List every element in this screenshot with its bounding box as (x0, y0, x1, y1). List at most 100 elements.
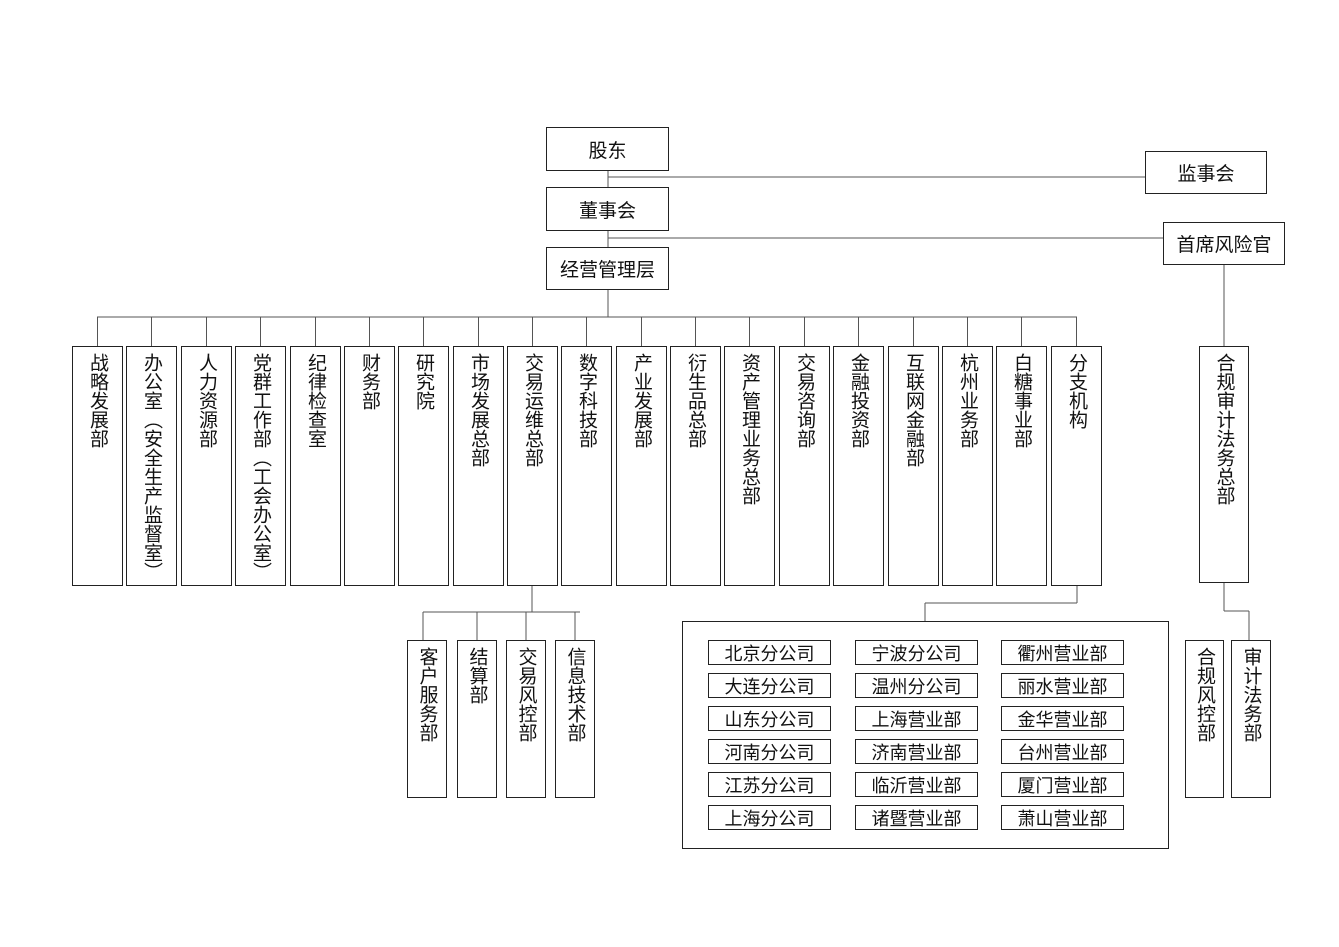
dept-label: 纪律检查室 (305, 353, 327, 448)
dept-box: 杭州业务部 (942, 346, 993, 586)
compliance-sub-label: 合规风控部 (1194, 647, 1216, 742)
branch-label: 上海营业部 (871, 709, 962, 731)
branch-label: 金华营业部 (1017, 709, 1108, 731)
dept-box: 交易咨询部 (779, 346, 830, 586)
branch-label: 宁波分公司 (871, 643, 962, 665)
branch-box: 大连分公司 (708, 673, 831, 698)
dept-box: 市场发展总部 (453, 346, 504, 586)
dept-label: 市场发展总部 (468, 353, 490, 467)
dept-label: 战略发展部 (87, 353, 109, 448)
branch-box: 台州营业部 (1001, 739, 1124, 764)
dept-box: 纪律检查室 (290, 346, 341, 586)
dept-label: 交易咨询部 (794, 353, 816, 448)
dept-label: 金融投资部 (848, 353, 870, 448)
branch-label: 萧山营业部 (1017, 808, 1108, 830)
ops-sub-box: 结算部 (457, 640, 497, 798)
branch-label: 大连分公司 (724, 676, 815, 698)
dept-label: 交易运维总部 (522, 353, 544, 467)
dept-label: 研究院 (413, 353, 435, 410)
dept-box: 数字科技部 (561, 346, 612, 586)
branch-box: 衢州营业部 (1001, 640, 1124, 665)
dept-label: 财务部 (359, 353, 381, 410)
dept-label: 杭州业务部 (957, 353, 979, 448)
ops-sub-label: 交易风控部 (515, 647, 538, 742)
dept-box: 办公室（安全生产监督室） (126, 346, 177, 586)
branch-box: 温州分公司 (855, 673, 978, 698)
branch-box: 山东分公司 (708, 706, 831, 731)
ops-sub-box: 交易风控部 (506, 640, 546, 798)
dept-label: 资产管理业务总部 (739, 353, 761, 505)
branch-box: 金华营业部 (1001, 706, 1124, 731)
dept-label: 数字科技部 (576, 353, 598, 448)
branch-box: 河南分公司 (708, 739, 831, 764)
branch-label: 诸暨营业部 (871, 808, 962, 830)
branch-label: 上海分公司 (724, 808, 815, 830)
board-label: 董事会 (578, 199, 636, 222)
branch-box: 丽水营业部 (1001, 673, 1124, 698)
dept-label: 党群工作部（工会办公室） (250, 353, 272, 581)
branch-box: 诸暨营业部 (855, 805, 978, 830)
dept-label: 衍生品总部 (685, 353, 707, 448)
branch-label: 临沂营业部 (871, 775, 962, 797)
compliance-head-box: 合规审计法务总部 (1199, 346, 1249, 583)
dept-label: 白糖事业部 (1011, 353, 1033, 448)
dept-box: 研究院 (398, 346, 449, 586)
dept-box: 白糖事业部 (996, 346, 1047, 586)
dept-label: 办公室（安全生产监督室） (141, 353, 163, 581)
dept-box: 衍生品总部 (670, 346, 721, 586)
branch-label: 丽水营业部 (1017, 676, 1108, 698)
branch-box: 宁波分公司 (855, 640, 978, 665)
management-label: 经营管理层 (559, 259, 655, 281)
compliance-sub-box: 审计法务部 (1231, 640, 1271, 798)
ops-sub-label: 信息技术部 (564, 647, 587, 742)
branch-box: 江苏分公司 (708, 772, 831, 797)
branch-box: 北京分公司 (708, 640, 831, 665)
branch-label: 济南营业部 (871, 742, 962, 764)
ops-sub-box: 客户服务部 (407, 640, 447, 798)
dept-label: 互联网金融部 (903, 353, 925, 467)
dept-box: 互联网金融部 (888, 346, 939, 586)
dept-box: 交易运维总部 (507, 346, 558, 586)
dept-box: 分支机构 (1051, 346, 1102, 586)
branch-label: 厦门营业部 (1017, 775, 1108, 797)
ops-sub-label: 客户服务部 (416, 647, 439, 742)
management-box: 经营管理层 (546, 247, 669, 290)
dept-label: 人力资源部 (196, 353, 218, 448)
compliance-sub-label: 审计法务部 (1240, 647, 1263, 742)
branch-box: 临沂营业部 (855, 772, 978, 797)
branch-label: 台州营业部 (1017, 742, 1108, 764)
dept-box: 战略发展部 (72, 346, 123, 586)
branch-box: 上海营业部 (855, 706, 978, 731)
dept-label: 分支机构 (1066, 353, 1088, 429)
supervisors-label: 监事会 (1177, 163, 1235, 185)
dept-box: 资产管理业务总部 (724, 346, 775, 586)
dept-box: 党群工作部（工会办公室） (235, 346, 286, 586)
branch-label: 温州分公司 (871, 676, 962, 698)
cro-box: 首席风险官 (1163, 222, 1285, 265)
ops-sub-label: 结算部 (466, 647, 489, 704)
branch-label: 河南分公司 (724, 742, 815, 764)
branch-label: 江苏分公司 (724, 775, 815, 797)
board-box: 董事会 (546, 187, 669, 231)
branch-label: 衢州营业部 (1017, 643, 1108, 665)
dept-box: 金融投资部 (833, 346, 884, 586)
cro-label: 首席风险官 (1176, 234, 1272, 256)
shareholders-box: 股东 (546, 127, 669, 171)
compliance-head-label: 合规审计法务总部 (1213, 353, 1236, 505)
dept-box: 人力资源部 (181, 346, 232, 586)
dept-box: 产业发展部 (616, 346, 667, 586)
ops-sub-box: 信息技术部 (555, 640, 595, 798)
shareholders-label: 股东 (588, 139, 627, 162)
branch-box: 厦门营业部 (1001, 772, 1124, 797)
branch-box: 萧山营业部 (1001, 805, 1124, 830)
branches-group (682, 621, 1169, 849)
supervisors-box: 监事会 (1145, 151, 1267, 194)
dept-label: 产业发展部 (631, 353, 653, 448)
branch-box: 上海分公司 (708, 805, 831, 830)
branch-label: 北京分公司 (724, 643, 815, 665)
compliance-sub-box: 合规风控部 (1185, 640, 1224, 798)
branch-label: 山东分公司 (724, 709, 815, 731)
dept-box: 财务部 (344, 346, 395, 586)
